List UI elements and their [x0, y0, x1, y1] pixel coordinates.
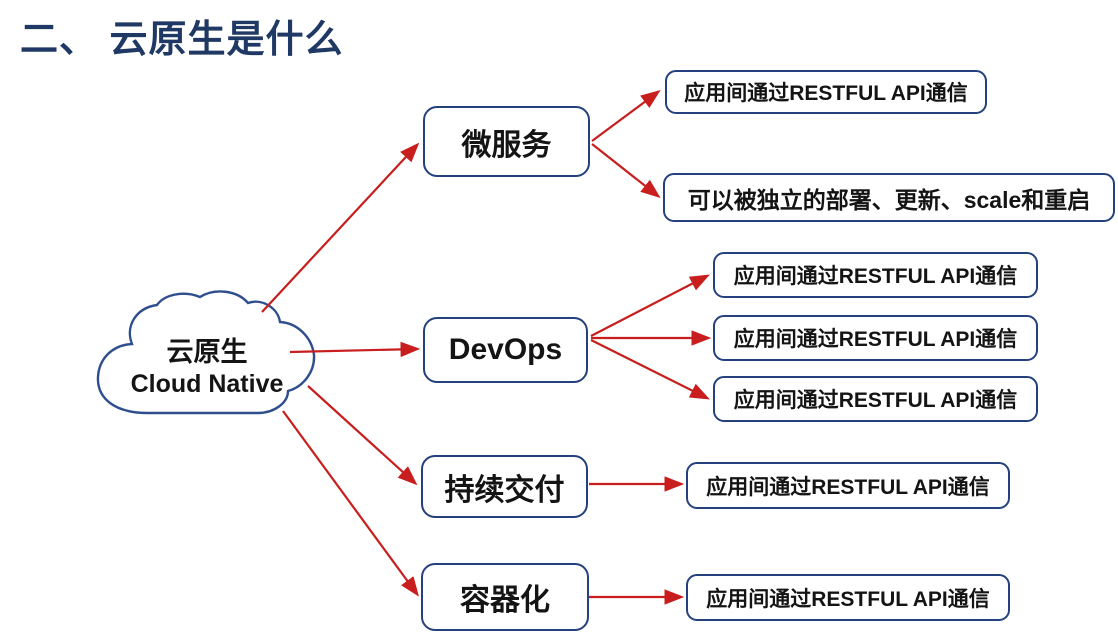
arrow-devops-to-leaf-1: [590, 274, 710, 337]
arrow-root-to-containerization: [282, 410, 419, 597]
node-microservices: 微服务: [423, 106, 590, 177]
root-label-zh: 云原生: [166, 337, 248, 367]
arrow-root-to-microservices: [261, 142, 420, 313]
leaf-devops-restful-api-3: 应用间通过RESTFUL API通信: [713, 376, 1038, 422]
arrow-microservices-to-leaf-2: [591, 143, 661, 199]
leaf-containerization-restful-api: 应用间通过RESTFUL API通信: [686, 574, 1010, 621]
leaf-microservices-independent-deploy: 可以被独立的部署、更新、scale和重启: [663, 173, 1115, 222]
node-continuous-delivery: 持续交付: [421, 455, 588, 518]
leaf-continuous-delivery-restful-api: 应用间通过RESTFUL API通信: [686, 462, 1010, 509]
node-devops: DevOps: [423, 317, 588, 383]
cloud-shape: [96, 290, 316, 415]
root-label-en: Cloud Native: [130, 369, 284, 398]
slide-title: 二、 云原生是什么: [20, 19, 344, 61]
node-containerization: 容器化: [421, 563, 589, 631]
root-node-cloud: 云原生 Cloud Native: [100, 336, 314, 399]
leaf-microservices-restful-api: 应用间通过RESTFUL API通信: [665, 70, 987, 114]
arrow-microservices-to-leaf-1: [591, 90, 661, 142]
arrow-root-to-continuous-delivery: [307, 385, 418, 486]
arrow-devops-to-leaf-3: [590, 339, 710, 400]
leaf-devops-restful-api-1: 应用间通过RESTFUL API通信: [713, 252, 1038, 298]
arrow-root-to-devops: [289, 341, 421, 358]
leaf-devops-restful-api-2: 应用间通过RESTFUL API通信: [713, 315, 1038, 361]
